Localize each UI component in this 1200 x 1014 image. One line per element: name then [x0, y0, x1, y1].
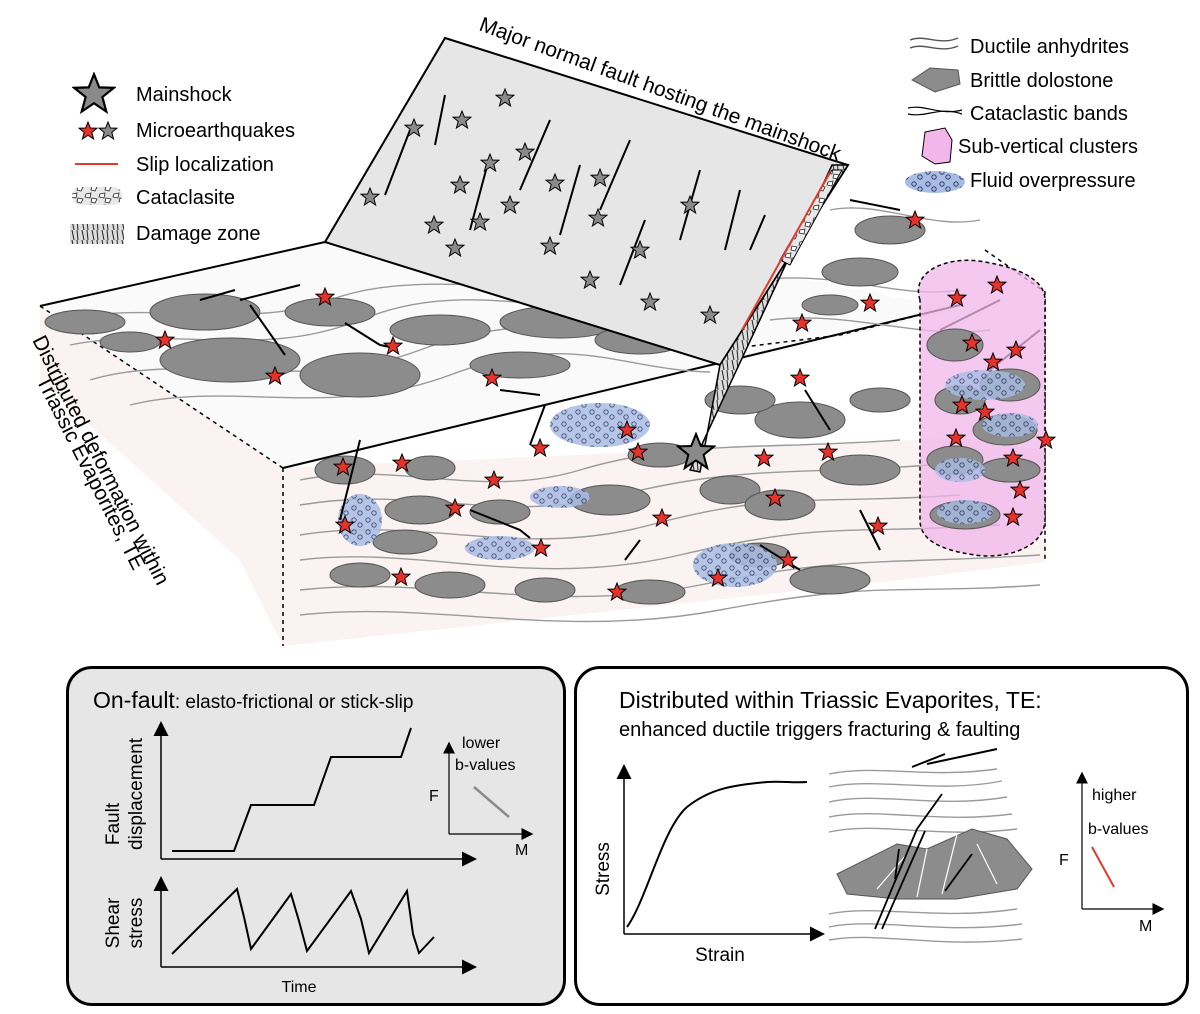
- damage-zone-pattern-icon: [70, 224, 124, 244]
- sub-vertical-cluster: [917, 259, 1046, 557]
- sheared-dolostone-sketch: [828, 748, 1033, 943]
- chart1-ylabel-line1: Fault: [103, 802, 124, 845]
- gray-star-icon: [98, 121, 118, 140]
- shear-stress-curve: [171, 887, 435, 956]
- legend-right-label-4: Fluid overpressure: [970, 170, 1136, 192]
- on-fault-panel: On-fault: elasto-frictional or stick-sli…: [66, 666, 566, 1006]
- on-fault-charts: Fault displacement lower b-values F M Sh…: [103, 721, 534, 996]
- legend-left-label-2: Slip localization: [136, 154, 274, 176]
- red-microearthquake-star: [790, 368, 810, 387]
- red-microearthquake-star: [530, 438, 550, 457]
- chart2-ylabel-line2: stress: [126, 898, 147, 949]
- blue-bubbles-icon: [905, 171, 965, 193]
- fault-plane-striations: [384, 94, 766, 286]
- te-xlabel: Strain: [695, 945, 745, 966]
- block-left-face: [40, 306, 283, 646]
- legend-left: Mainshock Microearthquakes Slip localiza…: [70, 73, 295, 245]
- legend-left-label-3: Cataclasite: [136, 187, 235, 209]
- chart2-xlabel: Time: [282, 979, 317, 996]
- inset-left-label1: lower: [462, 735, 501, 752]
- red-star-icon: [78, 121, 98, 140]
- legend-left-label-0: Mainshock: [136, 84, 233, 106]
- stress-strain-curve: [626, 780, 808, 928]
- te-charts: Stress Strain: [593, 748, 1165, 966]
- legend-right-label-2: Cataclastic bands: [970, 103, 1128, 125]
- lower-b-value-line: [473, 786, 510, 818]
- gray-block-icon: [911, 67, 961, 93]
- dolostone-blocks: [44, 215, 926, 605]
- te-title: Distributed within Triassic Evaporites, …: [619, 687, 1042, 713]
- chart1-ylabel-line2: displacement: [126, 737, 147, 850]
- legend-right-label-0: Ductile anhydrites: [970, 36, 1129, 58]
- inset-right-ylabel: F: [1059, 852, 1069, 869]
- inset-right-label1: higher: [1092, 787, 1137, 804]
- on-fault-title: On-fault: elasto-frictional or stick-sli…: [93, 687, 414, 713]
- inset-right-label2: b-values: [1088, 821, 1148, 838]
- legend-right-label-1: Brittle dolostone: [970, 70, 1113, 92]
- te-ylabel: Stress: [593, 842, 614, 896]
- te-subtitle: enhanced ductile triggers fracturing & f…: [619, 719, 1021, 741]
- fault-displacement-curve: [172, 727, 412, 852]
- legend-right-label-3: Sub-vertical clusters: [958, 136, 1138, 158]
- inset-left-ylabel: F: [429, 788, 439, 805]
- inset-left-xlabel: M: [515, 842, 528, 859]
- wavy-lines-icon: [909, 37, 959, 50]
- legend-right: Ductile anhydrites Brittle dolostone Cat…: [905, 36, 1138, 193]
- braided-lines-icon: [907, 106, 963, 116]
- cataclasite-pattern-icon: [72, 187, 122, 205]
- higher-b-value-line: [1091, 846, 1115, 888]
- slip-localization-line: [741, 171, 831, 331]
- pink-cylinder-icon: [921, 127, 953, 165]
- large-gray-star-icon: [73, 73, 115, 113]
- distributed-te-panel: Distributed within Triassic Evaporites, …: [574, 666, 1189, 1006]
- legend-left-label-1: Microearthquakes: [136, 120, 295, 142]
- inset-right-xlabel: M: [1139, 918, 1152, 935]
- legend-left-label-4: Damage zone: [136, 223, 261, 245]
- shear-sense-arrow: [911, 748, 998, 768]
- chart2-ylabel-line1: Shear: [103, 897, 124, 948]
- inset-left-label2: b-values: [455, 757, 515, 774]
